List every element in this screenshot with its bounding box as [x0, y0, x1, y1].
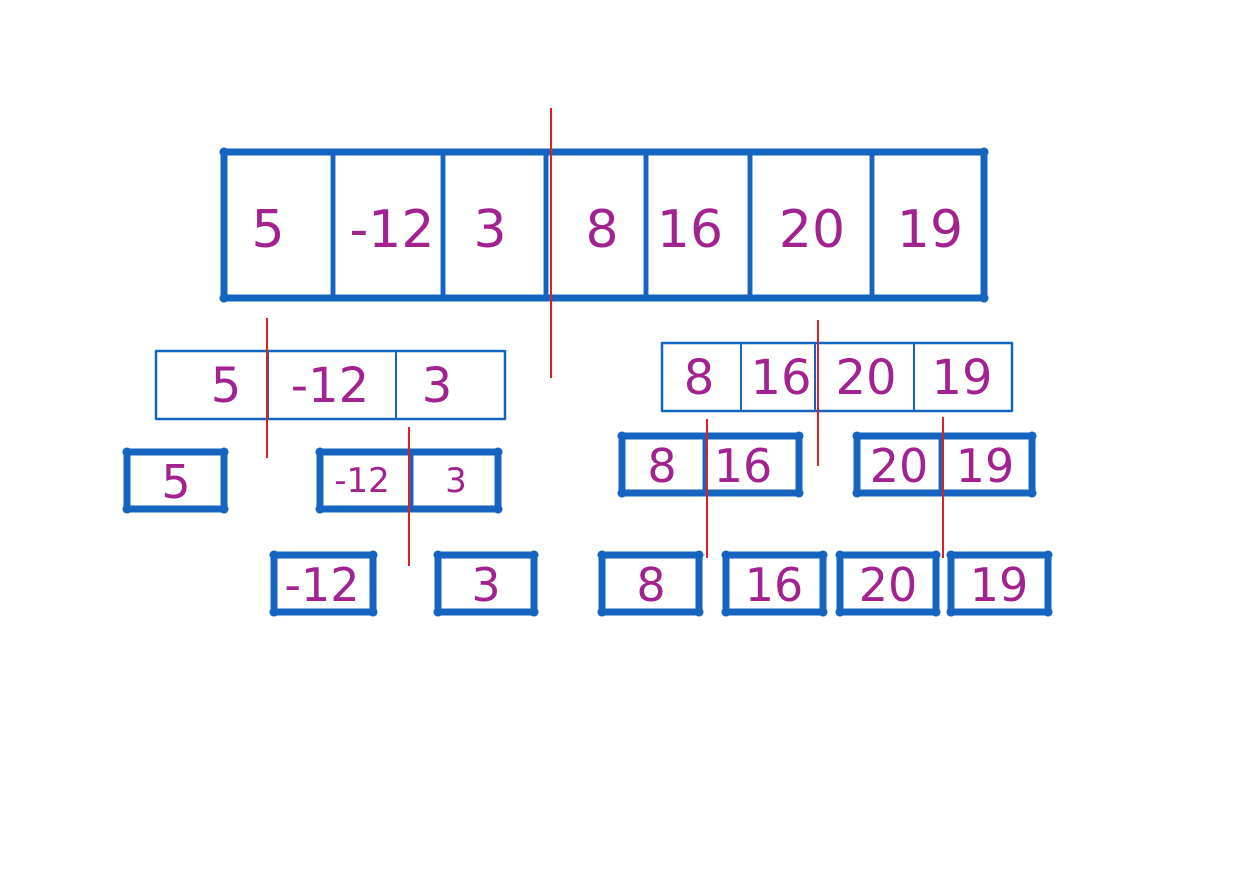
box-corner-dot [931, 607, 941, 617]
box-corner-dot [315, 447, 325, 457]
cell-value: 8 [585, 200, 618, 260]
array-box-level-1-1 [660, 341, 1014, 413]
box-corner-dot [979, 293, 989, 303]
cell-value: 8 [684, 350, 715, 406]
cell-value: 19 [897, 200, 963, 260]
box-corner-dot [979, 147, 989, 157]
box-corner-dot [835, 607, 845, 617]
cell-value: -12 [334, 461, 390, 501]
array-box-level-1-0 [154, 349, 507, 421]
cell-value: 16 [750, 350, 811, 406]
array-box-level-2-3 [853, 432, 1036, 497]
box-corner-dot [219, 504, 229, 514]
box-corner-dot [694, 550, 704, 560]
box-corner-dot [794, 431, 804, 441]
box-corner-dot [1027, 488, 1037, 498]
box-corner-dot [493, 504, 503, 514]
cell-value: 20 [870, 439, 929, 493]
array-box-level-3-4 [836, 551, 940, 616]
box-corner-dot [529, 607, 539, 617]
cell-value: 3 [422, 358, 453, 414]
cell-value: 19 [931, 350, 992, 406]
box-corner-dot [493, 447, 503, 457]
box-corner-dot [597, 550, 607, 560]
cell-value: -12 [350, 200, 435, 260]
cell-value: 20 [779, 200, 845, 260]
array-box-level-2-2 [618, 432, 803, 497]
array-box-level-2-0 [123, 448, 228, 513]
array-box-level-3-2 [598, 551, 703, 616]
array-box-level-0-0 [220, 148, 988, 302]
box-corner-dot [1043, 607, 1053, 617]
box-corner-dot [269, 550, 279, 560]
box-corner-dot [946, 607, 956, 617]
cell-value: 16 [745, 558, 804, 612]
cell-value: 16 [714, 439, 773, 493]
cell-value: -12 [284, 558, 359, 612]
box-corner-dot [946, 550, 956, 560]
cell-value: 5 [211, 358, 242, 414]
box-corner-dot [219, 147, 229, 157]
box-corner-dot [1027, 431, 1037, 441]
box-corner-dot [617, 431, 627, 441]
cell-value: 3 [445, 461, 467, 501]
box-corner-dot [794, 488, 804, 498]
box-corner-dot [529, 550, 539, 560]
box-corner-dot [597, 607, 607, 617]
box-corner-dot [433, 550, 443, 560]
box-corner-dot [721, 550, 731, 560]
cell-value: 5 [161, 455, 190, 509]
box-corner-dot [315, 504, 325, 514]
cell-value: 5 [251, 200, 284, 260]
box-corner-dot [368, 607, 378, 617]
cell-value: 8 [636, 558, 665, 612]
cell-value: 19 [956, 439, 1015, 493]
box-corner-dot [835, 550, 845, 560]
cell-value: 16 [657, 200, 723, 260]
box-corner-dot [219, 447, 229, 457]
box-corner-dot [818, 607, 828, 617]
cell-value: 20 [859, 558, 918, 612]
array-box-level-3-0 [270, 551, 377, 616]
box-corner-dot [931, 550, 941, 560]
box-corner-dot [122, 504, 132, 514]
cell-value: 19 [970, 558, 1029, 612]
cell-value: 3 [473, 200, 506, 260]
box-corner-dot [818, 550, 828, 560]
box-corner-dot [694, 607, 704, 617]
cell-value: 8 [647, 439, 676, 493]
cell-value: 20 [835, 350, 896, 406]
array-box-level-3-5 [947, 551, 1052, 616]
box-corner-dot [368, 550, 378, 560]
box-corner-dot [433, 607, 443, 617]
cell-value: 3 [471, 558, 500, 612]
array-box-level-3-1 [434, 551, 538, 616]
box-corner-dot [852, 488, 862, 498]
box-corner-dot [721, 607, 731, 617]
box-corner-dot [122, 447, 132, 457]
box-corner-dot [617, 488, 627, 498]
box-corner-dot [1043, 550, 1053, 560]
box-corner-dot [219, 293, 229, 303]
cell-value: -12 [291, 358, 369, 414]
box-corner-dot [269, 607, 279, 617]
array-box-level-3-3 [722, 551, 827, 616]
box-corner-dot [852, 431, 862, 441]
